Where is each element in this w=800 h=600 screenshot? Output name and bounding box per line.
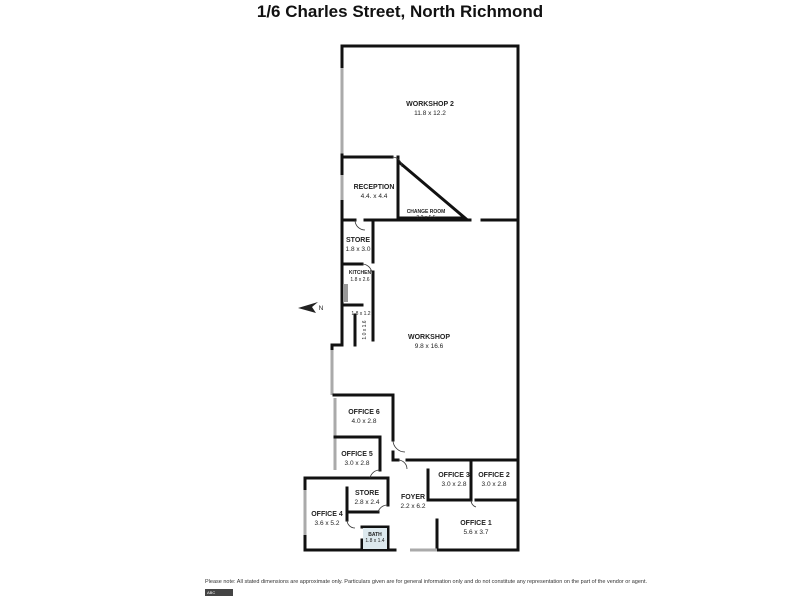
room-store-2: STORE 2.8 x 2.4 xyxy=(355,490,380,506)
room-store: STORE 1.8 x 3.0 xyxy=(346,237,371,253)
svg-text:3.0 x 2.8: 3.0 x 2.8 xyxy=(345,460,370,467)
disclaimer: Please note: All stated dimensions are a… xyxy=(205,579,647,585)
svg-text:FOYER: FOYER xyxy=(401,494,425,501)
room-office-2: OFFICE 2 3.0 x 2.8 xyxy=(478,472,510,488)
room-office-6: OFFICE 6 4.0 x 2.8 xyxy=(348,409,380,425)
svg-text:2.2 x 6.2: 2.2 x 6.2 xyxy=(401,503,426,510)
kitchen-sink-icon xyxy=(343,284,348,302)
room-wc: 1.8 x 1.2 xyxy=(351,311,370,317)
room-office-5: OFFICE 5 3.0 x 2.8 xyxy=(341,451,373,467)
doors xyxy=(346,156,477,529)
svg-text:1.8 x 3.0: 1.8 x 3.0 xyxy=(346,246,371,253)
svg-text:OFFICE 5: OFFICE 5 xyxy=(341,451,373,458)
room-reception: RECEPTION 4.4. x 4.4 xyxy=(354,184,395,200)
walls xyxy=(303,44,520,552)
svg-text:9.8 x 16.6: 9.8 x 16.6 xyxy=(415,343,444,350)
svg-text:OFFICE 2: OFFICE 2 xyxy=(478,472,510,479)
page-title: 1/6 Charles Street, North Richmond xyxy=(256,2,544,21)
room-office-4: OFFICE 4 3.6 x 5.2 xyxy=(311,511,343,527)
room-shower: 1.0 x 1.6 xyxy=(362,320,368,339)
svg-text:OFFICE 4: OFFICE 4 xyxy=(311,511,343,518)
svg-text:11.8 x 12.2: 11.8 x 12.2 xyxy=(414,110,446,117)
svg-text:3.6 x 5.2: 3.6 x 5.2 xyxy=(315,520,340,527)
svg-text:3.0 x 2.8: 3.0 x 2.8 xyxy=(442,481,467,488)
svg-text:RECEPTION: RECEPTION xyxy=(354,184,395,191)
svg-text:1.8 x 1.2: 1.8 x 1.2 xyxy=(351,311,370,317)
svg-text:STORE: STORE xyxy=(346,237,370,244)
room-office-1: OFFICE 1 5.6 x 3.7 xyxy=(460,520,492,536)
svg-text:WORKSHOP: WORKSHOP xyxy=(408,334,450,341)
svg-text:BATH: BATH xyxy=(368,532,382,538)
svg-text:N: N xyxy=(319,305,324,312)
svg-text:1.8 x 2.6: 1.8 x 2.6 xyxy=(350,277,369,283)
room-foyer: FOYER 2.2 x 6.2 xyxy=(401,494,426,510)
svg-text:1.8 x 1.4: 1.8 x 1.4 xyxy=(365,538,384,544)
svg-text:2.8 x 2.4: 2.8 x 2.4 xyxy=(355,499,380,506)
svg-text:KITCHEN: KITCHEN xyxy=(349,270,372,276)
room-office-3: OFFICE 3 3.0 x 2.8 xyxy=(438,472,470,488)
room-workshop: WORKSHOP 9.8 x 16.6 xyxy=(408,334,450,350)
svg-text:WORKSHOP 2: WORKSHOP 2 xyxy=(406,101,454,108)
svg-text:3.0 x 2.8: 3.0 x 2.8 xyxy=(482,481,507,488)
logo-text: ABC xyxy=(207,590,216,595)
bath-floor xyxy=(363,528,387,549)
svg-text:4.0 x 2.8: 4.0 x 2.8 xyxy=(352,418,377,425)
compass-icon: N xyxy=(298,302,324,313)
svg-text:5.6 x 3.7: 5.6 x 3.7 xyxy=(464,529,489,536)
svg-text:2.2 x 5.5: 2.2 x 5.5 xyxy=(416,215,435,221)
svg-text:STORE: STORE xyxy=(355,490,379,497)
svg-text:OFFICE 3: OFFICE 3 xyxy=(438,472,470,479)
room-workshop-2: WORKSHOP 2 11.8 x 12.2 xyxy=(406,101,454,117)
svg-text:CHANGE ROOM: CHANGE ROOM xyxy=(407,209,446,215)
svg-text:1.0 x 1.6: 1.0 x 1.6 xyxy=(362,320,368,339)
svg-text:OFFICE 6: OFFICE 6 xyxy=(348,409,380,416)
svg-text:4.4. x 4.4: 4.4. x 4.4 xyxy=(361,193,388,200)
svg-text:OFFICE 1: OFFICE 1 xyxy=(460,520,492,527)
company-logo: ABC xyxy=(205,589,233,596)
